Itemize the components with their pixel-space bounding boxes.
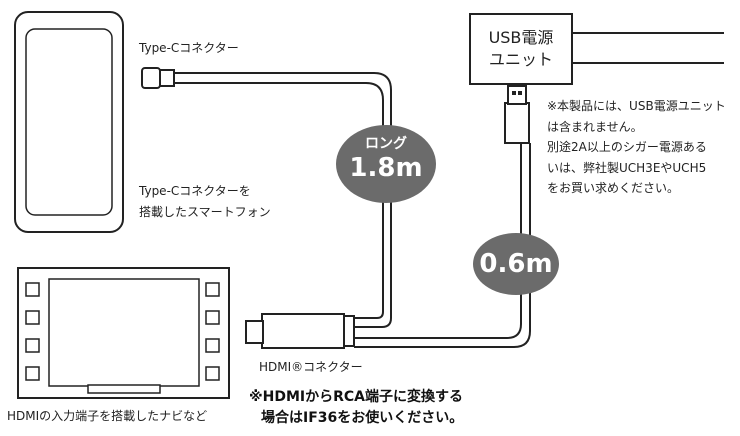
rca-note-line2: 場合はIF36をお使いください。 — [261, 410, 464, 426]
navigation-monitor-icon — [17, 267, 230, 399]
usb-note-line2: は含まれません。 — [547, 120, 643, 134]
long-badge — [336, 125, 436, 203]
usb-note-line5: をお買い求めください。 — [547, 181, 680, 195]
rca-note-line1: ※HDMIからRCA端子に変換する — [249, 389, 463, 405]
usb-power-unit: USB電源 ユニット — [469, 13, 573, 85]
usb-unit-line1: USB電源 — [488, 28, 554, 47]
smartphone-icon — [14, 11, 124, 233]
hdmi-connector-icon — [245, 313, 355, 349]
phone-caption-line1: Type-Cコネクターを — [139, 184, 251, 198]
usb-unit-cord — [573, 32, 724, 64]
short-cable — [354, 143, 531, 348]
phone-caption-line2: 搭載したスマートフォン — [139, 205, 271, 219]
usb-note-line1: ※本製品には、USB電源ユニット — [547, 99, 726, 113]
long-badge-label: ロング — [365, 136, 407, 152]
long-badge-length: 1.8m — [349, 153, 423, 183]
typec-plug-icon — [141, 67, 175, 89]
usb-plug-icon — [504, 85, 530, 144]
hdmi-connector-label: HDMI®コネクター — [259, 360, 363, 374]
short-badge-length: 0.6m — [479, 249, 553, 279]
usb-unit-line2: ユニット — [488, 50, 553, 69]
short-badge — [473, 233, 559, 295]
usb-note-line3: 別途2A以上のシガー電源ある — [547, 140, 707, 154]
typec-connector-label: Type-Cコネクター — [139, 41, 239, 55]
usb-note-line4: いは、弊社製UCH3EやUCH5 — [547, 161, 707, 175]
monitor-caption: HDMIの入力端子を搭載したナビなど — [7, 409, 208, 423]
long-cable — [173, 72, 392, 328]
